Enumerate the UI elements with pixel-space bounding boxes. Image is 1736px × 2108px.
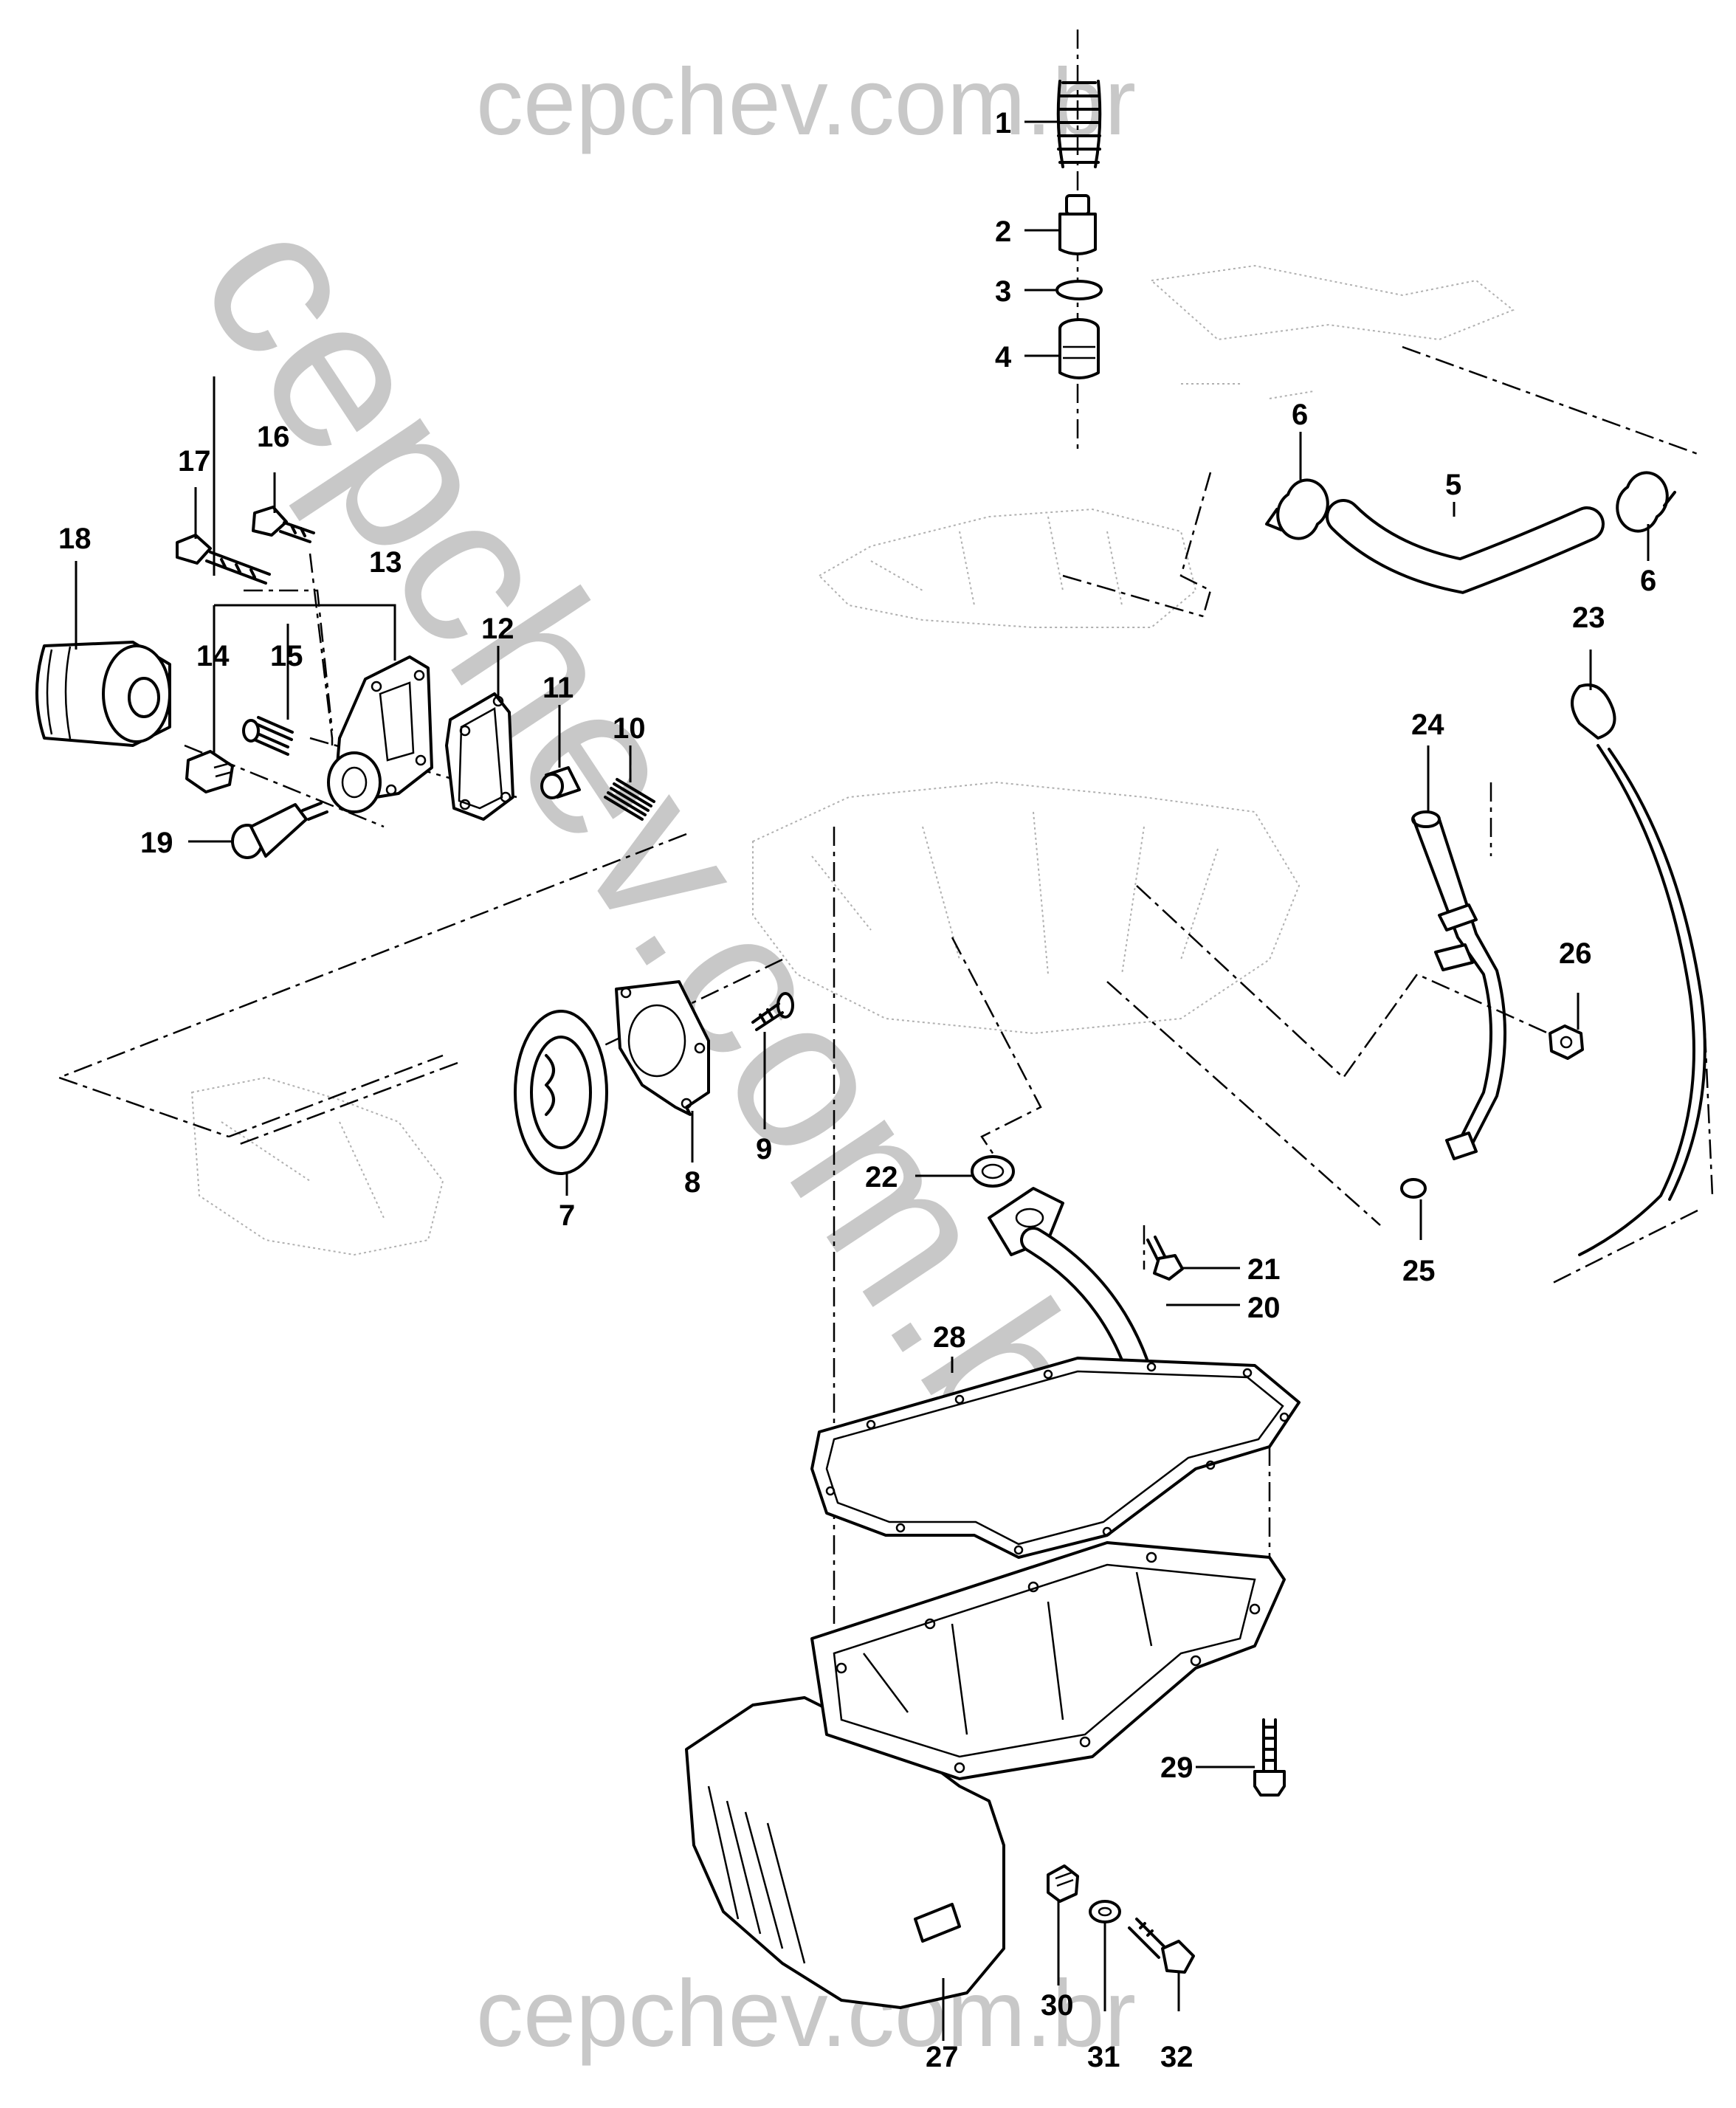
callout-9: 9: [756, 1133, 772, 1165]
callout-14: 14: [196, 640, 230, 672]
part-7-rotor: [514, 1010, 608, 1175]
part-8-pump-cover: [615, 980, 710, 1116]
callout-17: 17: [178, 445, 211, 478]
callout-1: 1: [995, 107, 1011, 140]
part-27-oil-pan-flange: [810, 1541, 1286, 1780]
callout-31: 31: [1087, 2041, 1120, 2073]
part-19-sender: [231, 802, 328, 859]
part-28-pan-gasket: [810, 1357, 1301, 1559]
callout-labels: 1 2 3 4 5 6 6 7 8 9 10 11 12 13 14 15 16…: [58, 107, 1656, 2073]
callout-8: 8: [684, 1166, 700, 1199]
part-1-spring: [1056, 80, 1102, 168]
callout-3: 3: [995, 275, 1011, 308]
callout-29: 29: [1160, 1752, 1194, 1784]
callout-26: 26: [1559, 937, 1592, 970]
part-16-bolt: [252, 506, 315, 543]
part-27-oil-pan: [685, 1696, 1005, 2009]
part-32-drain-bolt: [1128, 1918, 1195, 1974]
part-30-drain-plug: [1047, 1864, 1079, 1903]
part-17-bolt: [176, 534, 271, 585]
part-24-dipstick-tube: [1411, 810, 1506, 1160]
callout-7: 7: [559, 1199, 575, 1232]
part-9-screw: [751, 992, 794, 1031]
part-22-seal: [971, 1155, 1015, 1188]
part-29-bolt: [1253, 1718, 1286, 1797]
callout-6b: 6: [1640, 565, 1656, 597]
part-5-hose: [1326, 499, 1605, 594]
part-23-dipstick: [1571, 683, 1706, 1256]
callout-24: 24: [1411, 709, 1444, 741]
watermark-diagonal: cepchev.com.br: [154, 173, 1179, 1553]
part-25-o-ring: [1400, 1178, 1427, 1199]
callout-19: 19: [140, 827, 173, 859]
callout-22: 22: [865, 1161, 898, 1194]
part-31-washer: [1089, 1900, 1121, 1923]
callout-10: 10: [613, 712, 646, 745]
callout-5: 5: [1445, 469, 1461, 501]
callout-6a: 6: [1292, 399, 1308, 431]
callout-21: 21: [1247, 1253, 1281, 1286]
part-11-piston: [540, 766, 581, 799]
callout-13: 13: [369, 546, 402, 579]
part-15-stud: [242, 716, 294, 756]
callout-18: 18: [58, 523, 92, 555]
part-14-plug: [185, 750, 234, 793]
part-18-oil-filter: [35, 641, 171, 747]
callout-23: 23: [1572, 602, 1605, 634]
callout-15: 15: [270, 640, 303, 672]
callout-28: 28: [933, 1321, 966, 1354]
callout-4: 4: [995, 341, 1012, 373]
assembly-lines: [56, 30, 1714, 1624]
part-2-valve: [1058, 194, 1097, 255]
callout-30: 30: [1041, 1989, 1074, 2022]
callout-20: 20: [1247, 1292, 1281, 1324]
callout-2: 2: [995, 216, 1011, 248]
callout-32: 32: [1160, 2041, 1194, 2073]
part-21-bolt: [1146, 1236, 1184, 1281]
part-4-plug: [1058, 318, 1100, 379]
callout-11: 11: [542, 672, 574, 704]
part-6-clamp-left: [1265, 478, 1329, 540]
callout-12: 12: [481, 613, 514, 645]
callout-16: 16: [257, 421, 290, 453]
part-12-gasket: [445, 692, 514, 821]
callout-27: 27: [926, 2041, 959, 2073]
part-6-clamp-right: [1616, 471, 1676, 533]
part-13-filter-adapter: [327, 655, 433, 813]
callout-25: 25: [1402, 1255, 1436, 1287]
part-10-spring: [604, 778, 655, 821]
part-3-o-ring: [1055, 280, 1103, 300]
engine-block-ghost: [190, 264, 1515, 1256]
leader-lines: [75, 120, 1650, 2041]
part-26-nut: [1549, 1024, 1584, 1060]
watermark-top: cepchev.com.br: [476, 49, 1136, 155]
